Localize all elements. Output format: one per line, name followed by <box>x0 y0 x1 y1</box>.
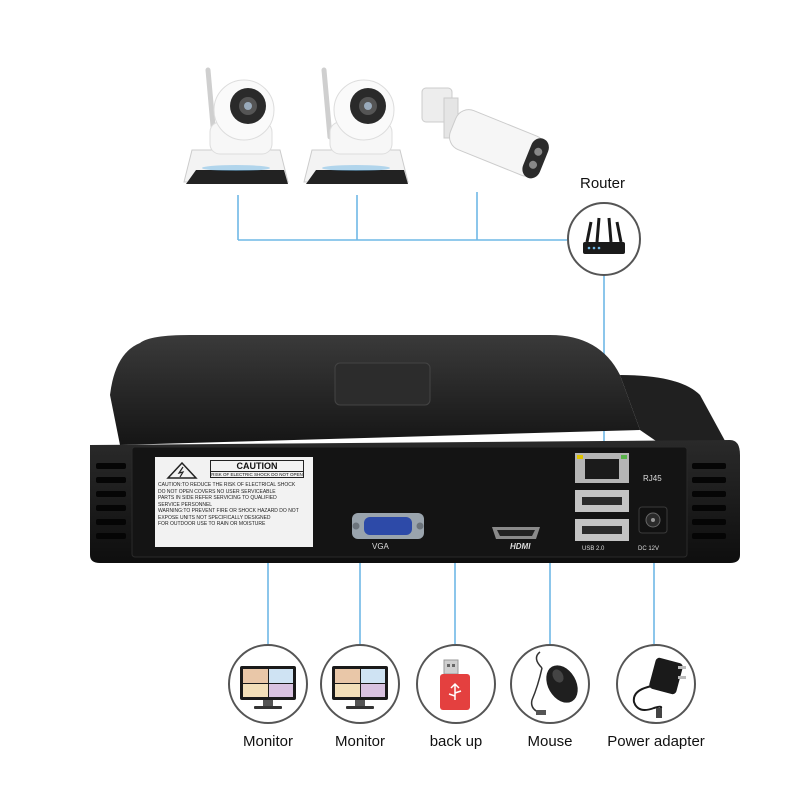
mouse-icon <box>530 651 578 715</box>
monitor-icon <box>240 666 296 709</box>
caution-line-3: PARTS IN SIDE REFER SERVICING TO QUALIFI… <box>158 495 277 501</box>
nvr-body <box>90 335 740 563</box>
device-label-power-adapter: Power adapter <box>607 733 705 750</box>
monitor-2-circle <box>320 644 400 724</box>
caution-line-2: DO NOT OPEN COVERS NO USER SERVICEABLE <box>158 488 276 495</box>
mouse-circle <box>510 644 590 724</box>
warning-triangle-icon <box>166 462 198 479</box>
device-label-monitor-2: Monitor <box>334 733 386 750</box>
dc-label: DC 12V <box>638 546 660 552</box>
dome-camera-1-icon <box>183 67 289 184</box>
device-label-backup: back up <box>429 733 483 750</box>
router-label: Router <box>580 175 626 192</box>
dome-camera-2-icon <box>303 67 409 184</box>
vga-label: VGA <box>372 542 389 551</box>
router-icon <box>583 217 625 254</box>
device-label-mouse: Mouse <box>527 733 573 750</box>
caution-line-5: WARNING:TO PREVENT FIRE OR SHOCK HAZARD … <box>158 508 299 514</box>
rj45-label: RJ45 <box>643 474 662 483</box>
power-adapter-icon <box>632 657 686 718</box>
power-adapter-circle <box>616 644 696 724</box>
caution-title: CAUTION <box>210 460 304 472</box>
bullet-camera-icon <box>421 87 549 179</box>
monitor-icon <box>332 666 388 709</box>
caution-line-7: FOR OUTDOOR USE TO RAIN OR MOISTURE <box>158 521 266 527</box>
router-circle <box>567 202 641 276</box>
backup-circle <box>416 644 496 724</box>
device-label-monitor-1: Monitor <box>242 733 294 750</box>
caution-label: CAUTION RISK OF ELECTRIC SHOCK DO NOT OP… <box>158 460 308 528</box>
caution-subtitle: RISK OF ELECTRIC SHOCK DO NOT OPEN <box>210 472 304 478</box>
usb-label: USB 2.0 <box>582 546 605 552</box>
monitor-1-circle <box>228 644 308 724</box>
caution-line-6: EXPOSE UNITS NOT SPECIFICALLY DESIGNED <box>158 514 271 521</box>
caution-line-1: CAUTION:TO REDUCE THE RISK OF ELECTRICAL… <box>158 482 296 488</box>
caution-line-4: SERVICE PERSONNEL <box>158 501 213 508</box>
usb-drive-icon <box>440 659 470 710</box>
hdmi-label: HDMI <box>510 542 531 551</box>
